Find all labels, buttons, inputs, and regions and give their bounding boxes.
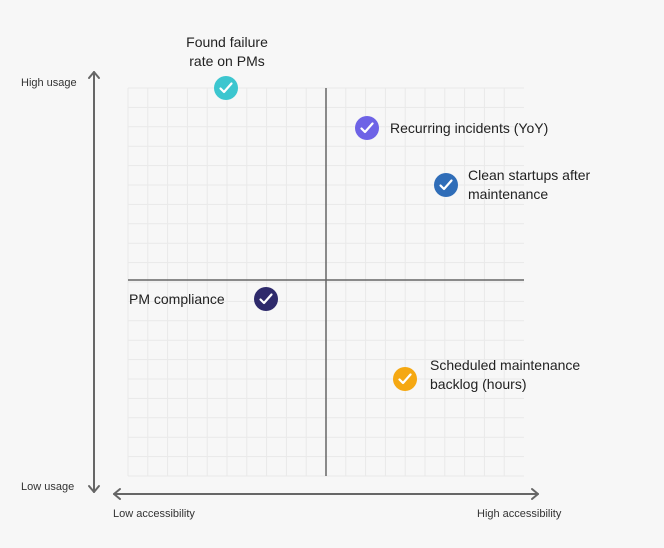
y-axis-high-label: High usage: [21, 77, 77, 89]
marker-label-line: Clean startups after: [468, 167, 591, 183]
marker-pm-compliance: [254, 287, 278, 311]
marker-label-line: Found failure: [186, 34, 268, 50]
marker-found-failure-rate: [214, 76, 238, 100]
marker-label-line: backlog (hours): [430, 376, 527, 392]
marker-label-found-failure-rate: Found failure rate on PMs: [177, 33, 277, 71]
marker-circle: [434, 173, 458, 197]
marker-label-line: Recurring incidents (YoY): [390, 120, 549, 136]
marker-label-line: Scheduled maintenance: [430, 357, 581, 373]
marker-recurring-incidents: [355, 116, 379, 140]
marker-label-line: rate on PMs: [189, 53, 265, 69]
check-icon: [259, 293, 273, 305]
x-axis-arrow: [113, 488, 539, 500]
x-axis-low-label: Low accessibility: [113, 508, 195, 520]
check-icon: [439, 179, 453, 191]
marker-label-line: PM compliance: [129, 291, 225, 307]
marker-label-recurring-incidents: Recurring incidents (YoY): [390, 119, 548, 138]
check-icon: [398, 373, 412, 385]
marker-scheduled-backlog: [393, 367, 417, 391]
check-icon: [360, 122, 374, 134]
x-axis-high-label: High accessibility: [477, 508, 562, 520]
marker-circle: [214, 76, 238, 100]
marker-label-clean-startups: Clean startups after maintenance: [468, 166, 590, 204]
marker-label-pm-compliance: PM compliance: [129, 290, 225, 309]
marker-circle: [254, 287, 278, 311]
marker-circle: [355, 116, 379, 140]
marker-clean-startups: [434, 173, 458, 197]
y-axis-arrow: [88, 71, 100, 493]
marker-label-line: maintenance: [468, 186, 549, 202]
marker-circle: [393, 367, 417, 391]
marker-label-scheduled-backlog: Scheduled maintenance backlog (hours): [430, 356, 580, 394]
check-icon: [219, 82, 233, 94]
y-axis-low-label: Low usage: [21, 481, 75, 493]
